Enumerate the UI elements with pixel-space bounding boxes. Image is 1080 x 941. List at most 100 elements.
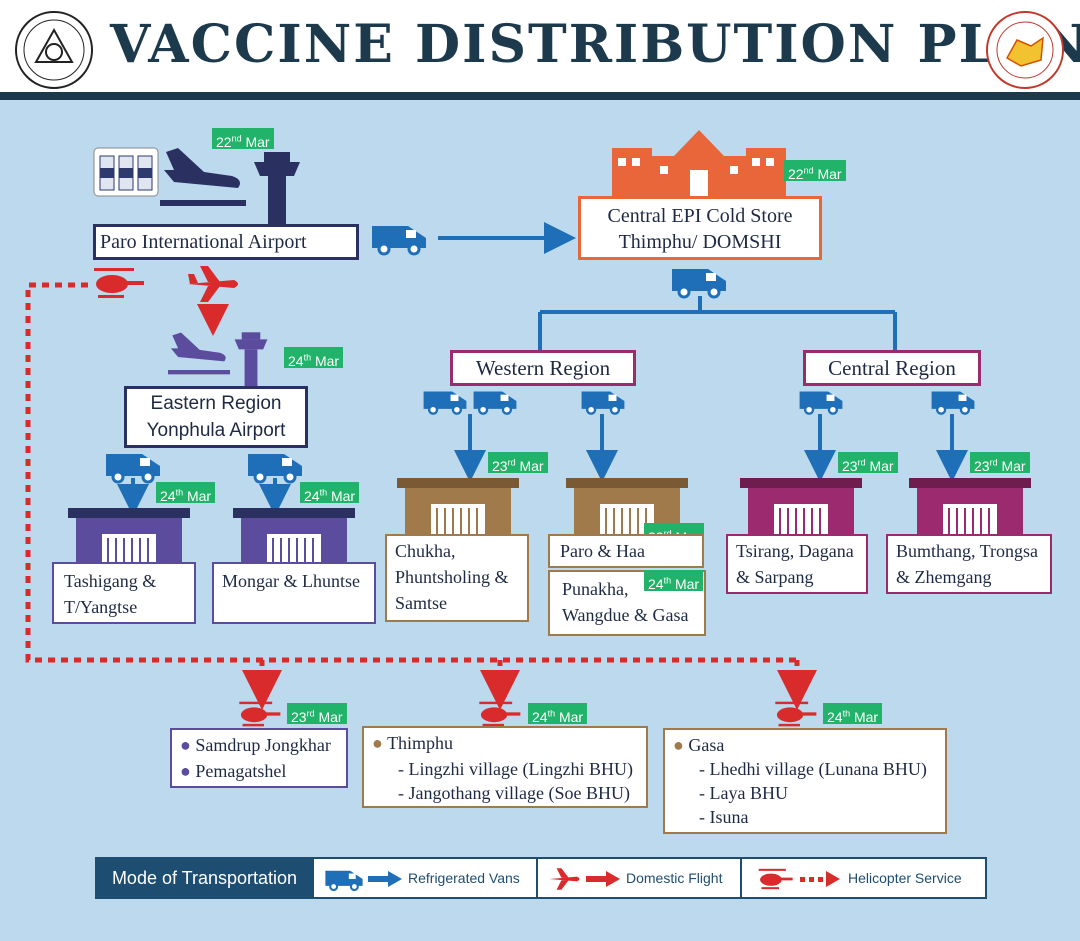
- date-text: 24th Mar: [648, 575, 700, 592]
- helicopter-icon: [758, 868, 793, 890]
- helicopter-icon: [94, 268, 144, 298]
- date-text: 22nd Mar: [788, 165, 842, 182]
- warehouse-line: Mongar & Lhuntse: [222, 571, 360, 591]
- heli-item-text: - Lingzhi village (Lingzhi BHU): [398, 759, 633, 779]
- date-text: 24th Mar: [160, 487, 212, 504]
- date-text: 22nd Mar: [216, 133, 270, 150]
- eastern-airport-line1: Eastern Region: [150, 393, 282, 414]
- date-badge-paro: 22nd Mar: [212, 128, 274, 150]
- heli-item-text: Pemagatshel: [195, 761, 287, 781]
- date-badge-warehouse: 23rd Mar: [970, 452, 1030, 474]
- helicopter-icon: [479, 701, 521, 727]
- date-badge-warehouse: 23rd Mar: [488, 452, 548, 474]
- heli-item-text: - Lhedhi village (Lunana BHU): [699, 759, 927, 779]
- dotted-arrow-icon: [800, 871, 840, 887]
- warehouse-line: Punakha,: [562, 579, 629, 599]
- van-icon: [248, 454, 302, 484]
- warehouse-line: Bumthang, Trongsa: [896, 541, 1039, 561]
- eastern-airport-box: Eastern Region Yonphula Airport: [124, 386, 308, 448]
- legend-item-heli: Helicopter Service: [740, 859, 987, 897]
- date-badge-warehouse: 23rd Mar: [838, 452, 898, 474]
- government-seal-icon: [15, 11, 93, 89]
- date-text: 24th Mar: [288, 352, 340, 369]
- western-region-box: Western Region: [450, 350, 636, 386]
- heli-item: ● Thimphu: [372, 733, 454, 753]
- helicopter-icon: [239, 701, 281, 727]
- legend-vans-label: Refrigerated Vans: [408, 870, 520, 886]
- arrow-right-icon: [586, 871, 620, 887]
- date-badge-central-store: 22nd Mar: [784, 160, 846, 182]
- warehouse-icon: [397, 478, 519, 536]
- warehouse-icon: [909, 478, 1031, 536]
- warehouse-line: T/Yangtse: [64, 597, 138, 617]
- warehouse-paro-haa-box: Paro & Haa: [548, 534, 704, 568]
- heli-item: ● Gasa: [673, 735, 725, 755]
- heli-item-text: - Isuna: [699, 807, 749, 827]
- warehouse-line: Tsirang, Dagana: [736, 541, 854, 561]
- date-text: 23rd Mar: [291, 708, 343, 725]
- date-badge-heli: 24th Mar: [528, 703, 588, 725]
- heli-box-gasa: ● Gasa - Lhedhi village (Lunana BHU) - L…: [663, 728, 947, 834]
- warehouse-line: Samtse: [395, 593, 447, 613]
- heli-item-text: Samdrup Jongkhar: [195, 735, 331, 755]
- warehouse-line: & Zhemgang: [896, 567, 992, 587]
- van-icon: [106, 454, 160, 484]
- warehouse-line: Chukha,: [395, 541, 456, 561]
- date-text: 23rd Mar: [974, 457, 1026, 474]
- van-icon: [325, 870, 363, 892]
- van-icon: [581, 391, 625, 415]
- legend-flight-label: Domestic Flight: [626, 870, 723, 886]
- date-badge-heli: 23rd Mar: [287, 703, 347, 725]
- legend-item-flight: Domestic Flight: [536, 859, 742, 897]
- heli-item: ● Samdrup Jongkhar: [180, 735, 331, 755]
- central-store-box: Central EPI Cold Store Thimphu/ DOMSHI: [578, 196, 822, 260]
- page-title: VACCINE DISTRIBUTION PLAN: [110, 14, 1080, 75]
- airplane-landing-icon: [160, 148, 246, 206]
- airplane-landing-icon: [168, 332, 230, 375]
- date-badge-warehouse: 24th Mar: [156, 482, 216, 504]
- warehouse-icon: [566, 478, 688, 536]
- warehouse-tsirang-box: Tsirang, Dagana & Sarpang: [726, 534, 868, 594]
- paro-airport-box: Paro International Airport: [93, 224, 359, 260]
- heli-box-thimphu: ● Thimphu - Lingzhi village (Lingzhi BHU…: [362, 726, 648, 808]
- central-region-box: Central Region: [803, 350, 981, 386]
- van-icon: [473, 391, 517, 415]
- header: VACCINE DISTRIBUTION PLAN: [0, 0, 1080, 100]
- control-tower-icon: [254, 152, 300, 230]
- van-icon: [799, 391, 843, 415]
- central-store-line1: Central EPI Cold Store: [607, 205, 793, 227]
- paro-airport-label: Paro International Airport: [100, 231, 307, 253]
- warehouse-line: Phuntsholing &: [395, 567, 509, 587]
- heli-item-text: Thimphu: [387, 733, 454, 753]
- airplane-icon: [188, 266, 238, 302]
- date-badge-eastern: 24th Mar: [284, 347, 344, 369]
- van-icon: [423, 391, 467, 415]
- date-text: 23rd Mar: [492, 457, 544, 474]
- heli-box-samdrup: ● Samdrup Jongkhar ● Pemagatshel: [170, 728, 348, 788]
- heli-item-text: - Laya BHU: [699, 783, 788, 803]
- ministry-logo-icon: [986, 11, 1064, 89]
- warehouse-chukha-box: Chukha, Phuntsholing & Samtse: [385, 534, 529, 622]
- warehouse-icon: [740, 478, 862, 536]
- eastern-airport-line2: Yonphula Airport: [146, 420, 286, 441]
- transport-legend: Mode of Transportation Refrigerated Vans…: [95, 857, 987, 899]
- date-text: 24th Mar: [304, 487, 356, 504]
- warehouse-bumthang-box: Bumthang, Trongsa & Zhemgang: [886, 534, 1052, 594]
- date-text: 24th Mar: [532, 708, 584, 725]
- heli-item-text: Gasa: [688, 735, 725, 755]
- date-badge-warehouse: 24th Mar: [644, 570, 704, 592]
- central-region-label: Central Region: [828, 356, 956, 380]
- legend-heli-label: Helicopter Service: [848, 870, 962, 886]
- date-text: 23rd Mar: [842, 457, 894, 474]
- warehouse-icon: [68, 508, 190, 566]
- warehouse-line: Paro & Haa: [560, 541, 645, 561]
- warehouse-mongar-box: Mongar & Lhuntse: [212, 562, 376, 624]
- cold-store-building-icon: [612, 130, 786, 196]
- warehouse-line: & Sarpang: [736, 567, 814, 587]
- warehouse-punakha-box: Punakha, Wangdue & Gasa: [548, 570, 706, 636]
- control-tower-icon: [234, 332, 268, 388]
- arrow-right-icon: [368, 871, 402, 887]
- heli-item-text: - Jangothang village (Soe BHU): [398, 783, 630, 803]
- date-text: 24th Mar: [827, 708, 879, 725]
